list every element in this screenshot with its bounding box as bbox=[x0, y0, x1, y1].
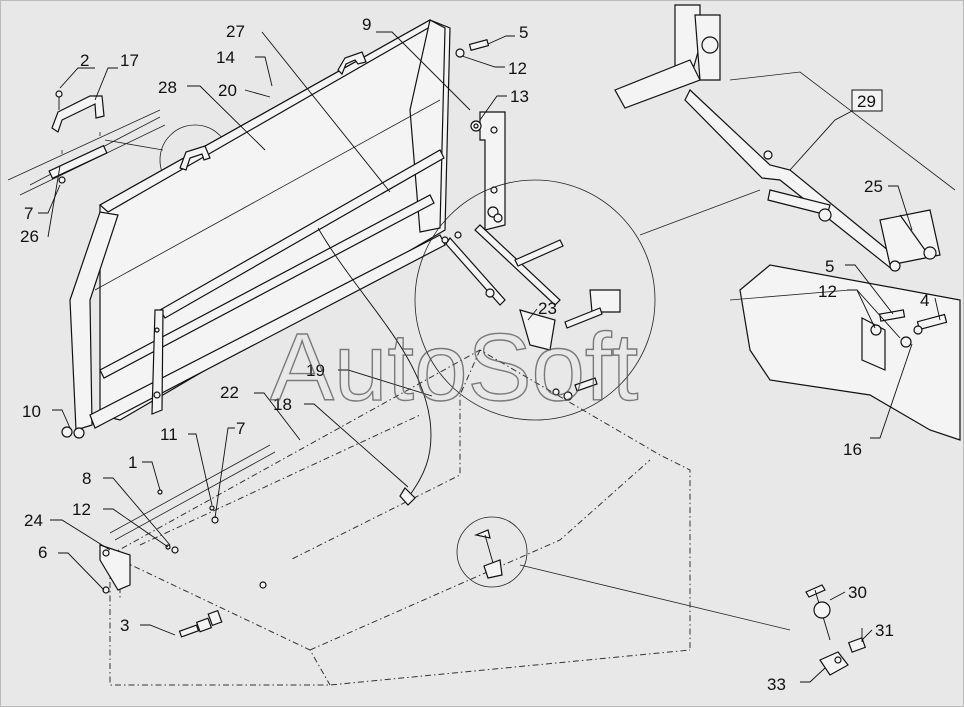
leader-linkage bbox=[639, 189, 761, 236]
leader-handle bbox=[104, 139, 164, 151]
callout-12-top: 12 bbox=[508, 59, 527, 78]
callout-31: 31 bbox=[875, 621, 894, 640]
cable bbox=[317, 227, 432, 496]
callout-7-left: 7 bbox=[24, 204, 33, 223]
callout-5-top: 5 bbox=[519, 23, 528, 42]
callout-1: 1 bbox=[128, 453, 137, 472]
top-fasteners bbox=[455, 39, 490, 132]
callout-9: 9 bbox=[362, 15, 371, 34]
callout-24: 24 bbox=[24, 511, 43, 530]
latch-small bbox=[473, 529, 503, 579]
callout-8: 8 bbox=[82, 469, 91, 488]
lower-left-fasteners bbox=[99, 444, 276, 638]
callout-5-right: 5 bbox=[825, 257, 834, 276]
callout-29: 29 bbox=[857, 92, 876, 111]
callout-23: 23 bbox=[538, 299, 557, 318]
callout-33: 33 bbox=[767, 675, 786, 694]
callout-3: 3 bbox=[120, 616, 129, 635]
callout-26: 26 bbox=[20, 227, 39, 246]
callout-14: 14 bbox=[216, 48, 235, 67]
callout-17: 17 bbox=[120, 51, 139, 70]
leader-latch bbox=[519, 564, 791, 631]
detail-circle-linkage bbox=[414, 179, 656, 421]
handle-detail bbox=[7, 90, 166, 196]
callout-11: 11 bbox=[160, 425, 178, 444]
linkage-parts bbox=[441, 213, 621, 401]
callout-2: 2 bbox=[80, 51, 89, 70]
body-outline bbox=[109, 349, 691, 686]
detail-circle-latch bbox=[456, 516, 528, 588]
callout-20: 20 bbox=[218, 81, 237, 100]
pedal-assembly bbox=[614, 4, 941, 272]
callout-30: 30 bbox=[848, 583, 867, 602]
callout-29-box bbox=[851, 89, 883, 112]
callouts: 2 17 7 26 28 14 20 27 9 5 12 13 bbox=[20, 15, 941, 694]
callout-12-right: 12 bbox=[818, 282, 837, 301]
watermark: AutoSoft bbox=[270, 314, 638, 421]
callout-27: 27 bbox=[226, 22, 245, 41]
callout-22: 22 bbox=[220, 383, 239, 402]
callout-13: 13 bbox=[510, 87, 529, 106]
callout-19: 19 bbox=[306, 361, 325, 380]
callout-6: 6 bbox=[38, 543, 47, 562]
callout-4: 4 bbox=[920, 291, 929, 310]
right-panel bbox=[729, 71, 961, 441]
callout-12-lower: 12 bbox=[72, 500, 91, 519]
callout-28: 28 bbox=[158, 78, 177, 97]
upper-lid bbox=[94, 19, 451, 421]
callout-18: 18 bbox=[273, 395, 292, 414]
latch-assembly bbox=[805, 584, 867, 676]
callout-10: 10 bbox=[22, 402, 41, 421]
callout-16: 16 bbox=[843, 440, 862, 459]
callout-7-mid: 7 bbox=[236, 419, 245, 438]
lower-frame bbox=[61, 111, 506, 439]
callout-25: 25 bbox=[864, 177, 883, 196]
